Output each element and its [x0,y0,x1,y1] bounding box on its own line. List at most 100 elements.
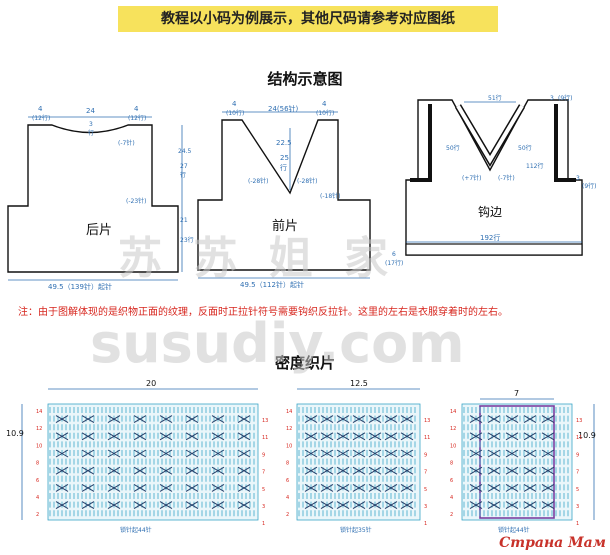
cross-stitch-mark [55,501,69,510]
row-label-left: 14 [36,409,42,415]
cross-stitch-mark [237,432,251,441]
edging-label: 钩边 [478,205,502,219]
front-shoulder-l-rows: (10行) [226,109,244,117]
pattern-note: 注：由于图解体现的是织物正面的纹理，反面时正拉针符号需要钩织反拉针。这里的左右是… [18,307,508,318]
cross-stitch-mark [211,449,225,458]
cross-stitch-mark [352,483,366,492]
cross-stitch-mark [336,501,350,510]
cross-stitch-mark [487,415,501,424]
cross-stitch-mark [320,501,334,510]
cross-stitch-mark [55,432,69,441]
swatch-height-right: 10.9 [578,431,596,440]
cross-stitch-mark [400,449,414,458]
cross-stitch-mark [505,432,519,441]
cross-stitch-mark [320,483,334,492]
cross-stitch-mark [159,466,173,475]
row-label-left: 6 [286,478,289,484]
cross-stitch-mark [487,449,501,458]
row-label-left: 6 [450,478,453,484]
edging-side: 3 [576,175,580,182]
cross-stitch-mark [185,432,199,441]
cross-stitch-mark [541,449,555,458]
cross-stitch-mark [107,449,121,458]
cross-stitch-mark [211,415,225,424]
cross-stitch-mark [185,466,199,475]
row-label-right: 5 [262,487,265,493]
row-label-left: 2 [286,512,289,518]
cross-stitch-mark [336,466,350,475]
back-neck-dec: (-7针) [118,139,135,147]
cross-stitch-mark [336,449,350,458]
cross-stitch-mark [469,483,483,492]
density-title: 密度织片 [274,354,335,372]
swatch-1-footer: 锁针起44针 [120,526,152,534]
back-shoulder-rows: (12行) [32,114,50,122]
cross-stitch-mark [107,483,121,492]
cross-stitch-mark [523,432,537,441]
front-piece: 前片 4 (10行) 24(56针) 4 (10行) 22.5 25 行 (-2… [197,100,371,289]
cross-stitch-mark [304,466,318,475]
cross-stitch-mark [159,449,173,458]
cross-stitch-mark [304,432,318,441]
cross-stitch-mark [185,501,199,510]
cross-stitch-mark [133,449,147,458]
cross-stitch-mark [133,466,147,475]
edging-armhole: 112行 [526,162,543,170]
cross-stitch-mark [505,466,519,475]
edging-inc: (+7针) [462,174,482,182]
cross-stitch-mark [211,483,225,492]
cross-stitch-mark [487,432,501,441]
cross-stitch-mark [133,483,147,492]
row-label-right: 7 [262,470,265,476]
back-neck-depth-rows: 行 [88,129,94,137]
cross-stitch-mark [185,449,199,458]
back-shoulder: 4 [38,105,43,113]
cross-stitch-mark [487,501,501,510]
cross-stitch-mark [320,432,334,441]
cross-stitch-mark [523,466,537,475]
front-neck-depth: 22.5 [276,139,292,147]
row-label-right: 11 [424,435,430,441]
row-label-left: 14 [450,409,456,415]
cross-stitch-mark [400,483,414,492]
cross-stitch-mark [107,466,121,475]
cross-stitch-mark [159,415,173,424]
row-label-left: 10 [286,443,292,449]
cross-stitch-mark [352,449,366,458]
front-neck-rows-b: 行 [280,163,287,172]
row-label-right: 9 [262,452,265,458]
back-armhole-rows-b: 行 [180,171,186,179]
swatch-2-footer: 锁针起35针 [340,526,372,534]
edging-right-top: 3 [550,95,554,102]
cross-stitch-mark [469,432,483,441]
cross-stitch-mark [352,415,366,424]
cross-stitch-mark [237,501,251,510]
swatch-3: 7 锁针起44针 [461,389,573,534]
cross-stitch-mark [523,501,537,510]
back-armhole-dec: (-23针) [126,197,146,205]
cross-stitch-mark [384,501,398,510]
cross-stitch-mark [55,449,69,458]
cross-stitch-mark [304,501,318,510]
edging-hem: 192行 [480,233,500,242]
edging-neck-side: 50行 [446,144,460,152]
cross-stitch-mark [304,449,318,458]
cross-stitch-mark [505,501,519,510]
swatch-3-stitches [463,407,569,517]
row-label-left: 6 [36,478,39,484]
row-label-right: 3 [262,504,265,510]
cross-stitch-mark [81,449,95,458]
structure-title: 结构示意图 [267,70,343,88]
row-label-left: 8 [286,461,289,467]
edging-dec: (-7针) [498,174,515,182]
row-label-right: 1 [424,521,427,527]
row-label-left: 10 [450,443,456,449]
row-label-right: 11 [576,435,582,441]
cross-stitch-mark [505,415,519,424]
swatch-1-stitches [49,407,255,517]
cross-stitch-mark [400,501,414,510]
front-dec-r: (-18针) [320,192,340,200]
header-banner [118,6,498,32]
cross-stitch-mark [541,432,555,441]
